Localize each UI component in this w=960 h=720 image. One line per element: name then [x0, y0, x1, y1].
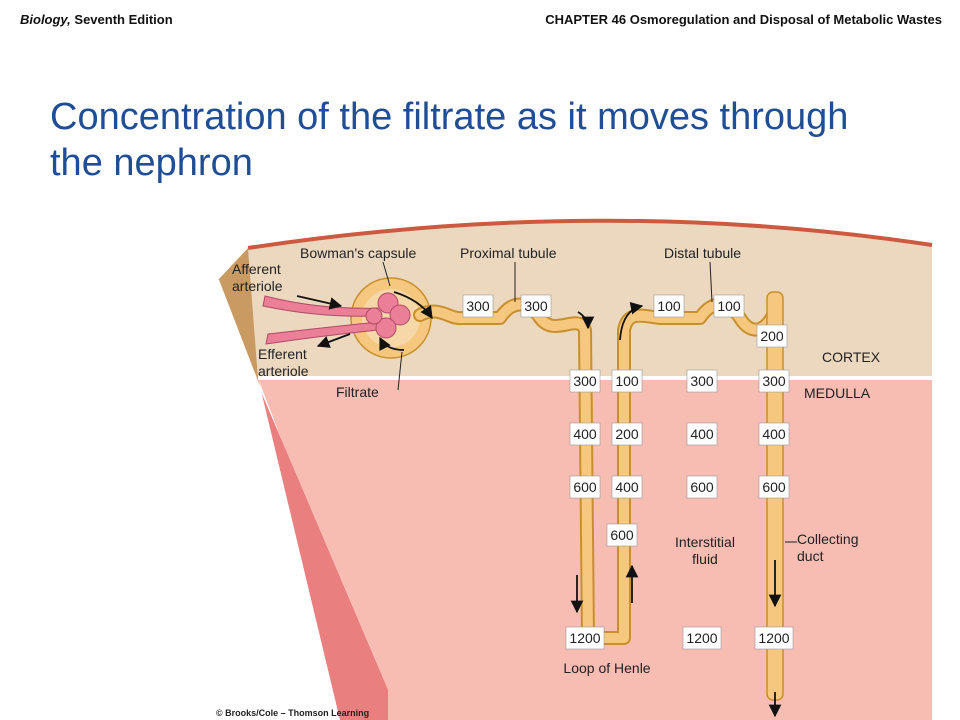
label-afferent-1: Afferent — [232, 261, 281, 277]
label-interstitial-1: Interstitial — [675, 534, 735, 550]
header-book: Biology, Seventh Edition — [20, 12, 173, 27]
slide-title: Concentration of the filtrate as it move… — [50, 96, 849, 184]
descending-limb-value: 1200 — [569, 630, 600, 646]
interstitial-value: 1200 — [686, 630, 717, 646]
collecting-value-box — [758, 475, 790, 499]
label-distal-tubule: Distal tubule — [664, 245, 741, 261]
descending-limb-value: 600 — [573, 479, 597, 495]
flow-arrows — [296, 291, 782, 718]
ascending-limb-value: 200 — [615, 426, 639, 442]
interstitial-value: 600 — [690, 479, 714, 495]
label-efferent-1: Efferent — [258, 346, 307, 362]
descending-limb-value-box — [569, 369, 601, 393]
label-collecting-2: duct — [797, 548, 824, 564]
leader-lines — [382, 261, 797, 543]
ascending-limb-value-box — [611, 369, 643, 393]
collecting-value: 300 — [762, 373, 786, 389]
label-afferent-2: arteriole — [232, 278, 283, 294]
label-cortex: CORTEX — [822, 349, 881, 365]
interstitial-value-box — [686, 422, 718, 446]
header-chapter: CHAPTER 46 Osmoregulation and Disposal o… — [545, 12, 942, 27]
label-medulla: MEDULLA — [804, 385, 871, 401]
proximal-value-box — [462, 294, 494, 318]
ascending-limb-value-box — [611, 475, 643, 499]
collecting-value: 400 — [762, 426, 786, 442]
interstitial-value-box — [686, 369, 718, 393]
label-bowmans-capsule: Bowman's capsule — [300, 245, 417, 261]
proximal-value: 300 — [524, 298, 548, 314]
proximal-value-box — [520, 294, 552, 318]
book-title: Biology, — [20, 12, 71, 27]
ascending-limb-value: 600 — [610, 527, 634, 543]
medulla-side-face — [258, 378, 388, 720]
proximal-value: 300 — [466, 298, 490, 314]
descending-limb-value-box — [565, 626, 605, 650]
distal-value: 100 — [657, 298, 681, 314]
cortex-side-face — [218, 248, 262, 394]
label-efferent-2: arteriole — [258, 363, 309, 379]
collecting-value-box — [756, 324, 788, 348]
capsule-top-edge — [247, 218, 933, 250]
label-collecting-1: Collecting — [797, 531, 858, 547]
distal-value-box — [713, 294, 745, 318]
descending-limb-value: 400 — [573, 426, 597, 442]
side-boundary — [217, 279, 263, 395]
descending-limb-value-box — [569, 422, 601, 446]
distal-value-box — [653, 294, 685, 318]
label-interstitial-2: fluid — [692, 551, 718, 567]
descending-limb-value: 300 — [573, 373, 597, 389]
ascending-limb-value: 100 — [615, 373, 639, 389]
collecting-value-box — [758, 369, 790, 393]
label-filtrate: Filtrate — [336, 384, 379, 400]
interstitial-value-box — [682, 626, 722, 650]
interstitial-value: 400 — [690, 426, 714, 442]
distal-value: 100 — [717, 298, 741, 314]
collecting-value: 1200 — [758, 630, 789, 646]
collecting-value: 600 — [762, 479, 786, 495]
collecting-value-box — [754, 626, 794, 650]
book-edition: Seventh Edition — [70, 12, 173, 27]
label-loop-of-henle: Loop of Henle — [563, 660, 650, 676]
credit: © Brooks/Cole – Thomson Learning — [216, 708, 369, 718]
glomerulus — [262, 292, 411, 345]
collecting-value-box — [758, 422, 790, 446]
descending-limb-value-box — [569, 475, 601, 499]
collecting-value: 200 — [760, 328, 784, 344]
interstitial-value-box — [686, 475, 718, 499]
interstitial-value: 300 — [690, 373, 714, 389]
ascending-limb-value-box — [606, 523, 638, 547]
concentration-values: 300 300 100 100 200 300 400 600 1200 100 200 400 600… — [462, 294, 794, 650]
ascending-limb-value-box — [611, 422, 643, 446]
ascending-limb-value: 400 — [615, 479, 639, 495]
label-proximal-tubule: Proximal tubule — [460, 245, 557, 261]
